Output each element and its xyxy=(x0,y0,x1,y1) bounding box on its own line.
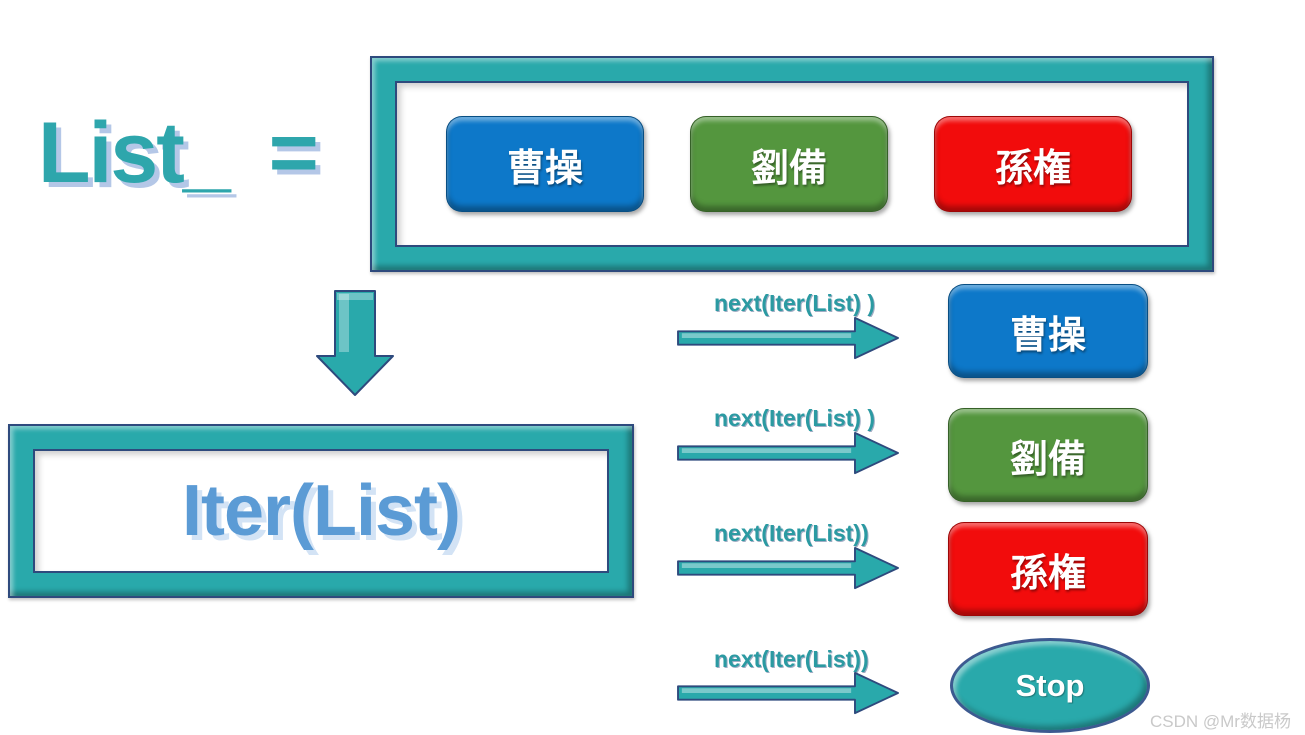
right-arrow-icon-3 xyxy=(672,546,905,590)
csdn-watermark: CSDN @Mr数据杨 xyxy=(1150,712,1291,731)
list-item-caocao: 曹操 xyxy=(446,116,644,212)
iter-box-contents: Iter(List) xyxy=(33,449,609,573)
right-arrow-icon-4 xyxy=(672,671,905,715)
stop-ellipse: Stop xyxy=(950,638,1150,733)
next-call-label-2: next(Iter(List) ) xyxy=(714,405,875,431)
result-chip-caocao: 曹操 xyxy=(948,284,1148,378)
right-arrow-icon-1 xyxy=(672,316,905,360)
next-call-label-3: next(Iter(List)) xyxy=(714,520,869,546)
iter-list-label: Iter(List) xyxy=(182,471,461,551)
list-box-frame: 曹操 劉備 孫権 xyxy=(370,56,1214,272)
down-arrow-icon xyxy=(316,290,394,396)
next-call-label-4: next(Iter(List)) xyxy=(714,646,869,672)
result-chip-liubei: 劉備 xyxy=(948,408,1148,502)
result-chip-sunquan: 孫権 xyxy=(948,522,1148,616)
list-item-liubei: 劉備 xyxy=(690,116,888,212)
list-box-contents: 曹操 劉備 孫権 xyxy=(395,81,1189,247)
next-call-label-1: next(Iter(List) ) xyxy=(714,290,875,316)
iter-box-frame: Iter(List) xyxy=(8,424,634,598)
right-arrow-icon-2 xyxy=(672,431,905,475)
list-assignment-label: List_ = xyxy=(38,105,319,201)
list-item-sunquan: 孫権 xyxy=(934,116,1132,212)
